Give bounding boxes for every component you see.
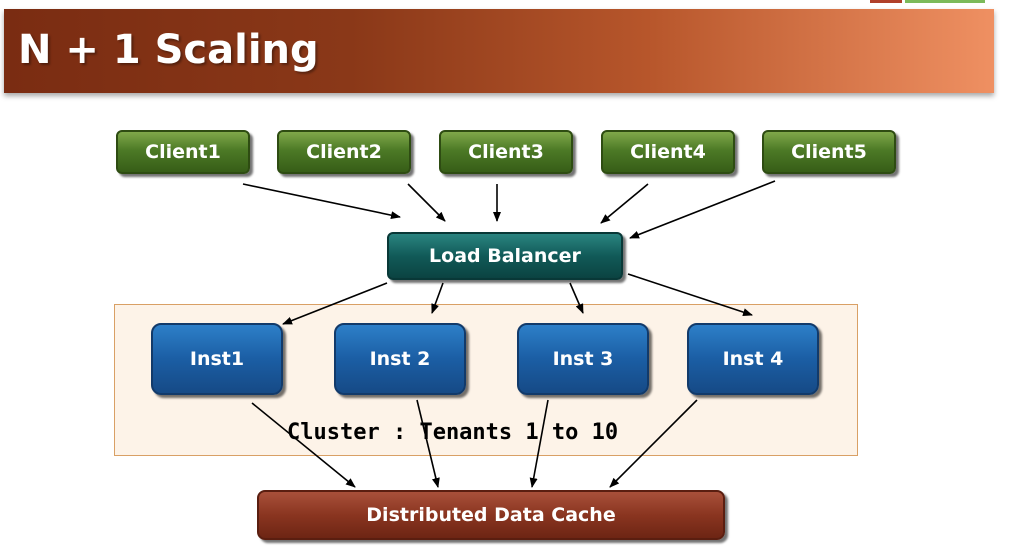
client-4-box: Client4 xyxy=(601,130,735,174)
instance-4-box: Inst 4 xyxy=(687,323,819,395)
corner-decoration-green xyxy=(905,0,985,3)
cluster-label: Cluster : Tenants 1 to 10 xyxy=(287,420,619,445)
slide-title: N + 1 Scaling xyxy=(18,27,319,73)
arrow-client4-to-lb xyxy=(600,183,649,224)
distributed-cache-box: Distributed Data Cache xyxy=(257,490,725,540)
client-3-box: Client3 xyxy=(439,130,573,174)
client-5-box: Client5 xyxy=(762,130,896,174)
arrow-client1-to-lb xyxy=(242,183,401,220)
load-balancer-box: Load Balancer xyxy=(387,232,623,280)
title-bar: N + 1 Scaling xyxy=(4,9,994,93)
arrow-client2-to-lb xyxy=(407,183,446,222)
instance-2-box: Inst 2 xyxy=(334,323,466,395)
corner-decoration xyxy=(870,0,902,3)
instance-1-box: Inst1 xyxy=(151,323,283,395)
client-1-box: Client1 xyxy=(116,130,250,174)
instance-3-box: Inst 3 xyxy=(517,323,649,395)
arrow-client5-to-lb xyxy=(629,180,776,239)
client-2-box: Client2 xyxy=(277,130,411,174)
